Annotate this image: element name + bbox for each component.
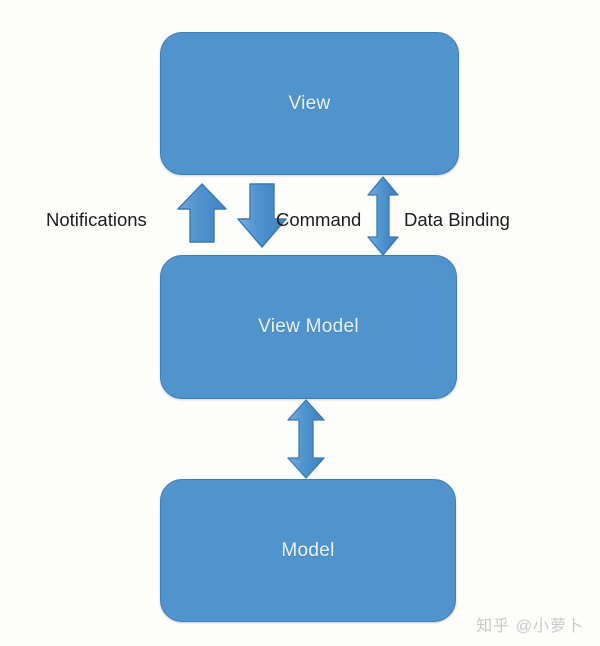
arrow-double-data-binding-icon: [364, 176, 402, 256]
arrow-double-view-model-to-model-icon: [284, 399, 328, 479]
edge-label-notifications: Notifications: [46, 209, 147, 230]
watermark: 知乎 @小萝卜: [476, 612, 584, 636]
node-model-label: Model: [281, 539, 335, 561]
arrow-up-notifications-icon: [176, 183, 228, 243]
node-view-model[interactable]: View Model: [160, 255, 457, 399]
edge-label-command: Command: [276, 209, 362, 230]
node-view[interactable]: View: [160, 32, 459, 175]
node-model[interactable]: Model: [160, 479, 456, 622]
watermark-text: 知乎 @小萝卜: [476, 618, 584, 635]
arrow-down-command-icon: [236, 183, 288, 249]
node-view-label: View: [288, 92, 331, 114]
edge-label-data-binding: Data Binding: [404, 209, 510, 230]
node-view-model-label: View Model: [258, 316, 359, 337]
